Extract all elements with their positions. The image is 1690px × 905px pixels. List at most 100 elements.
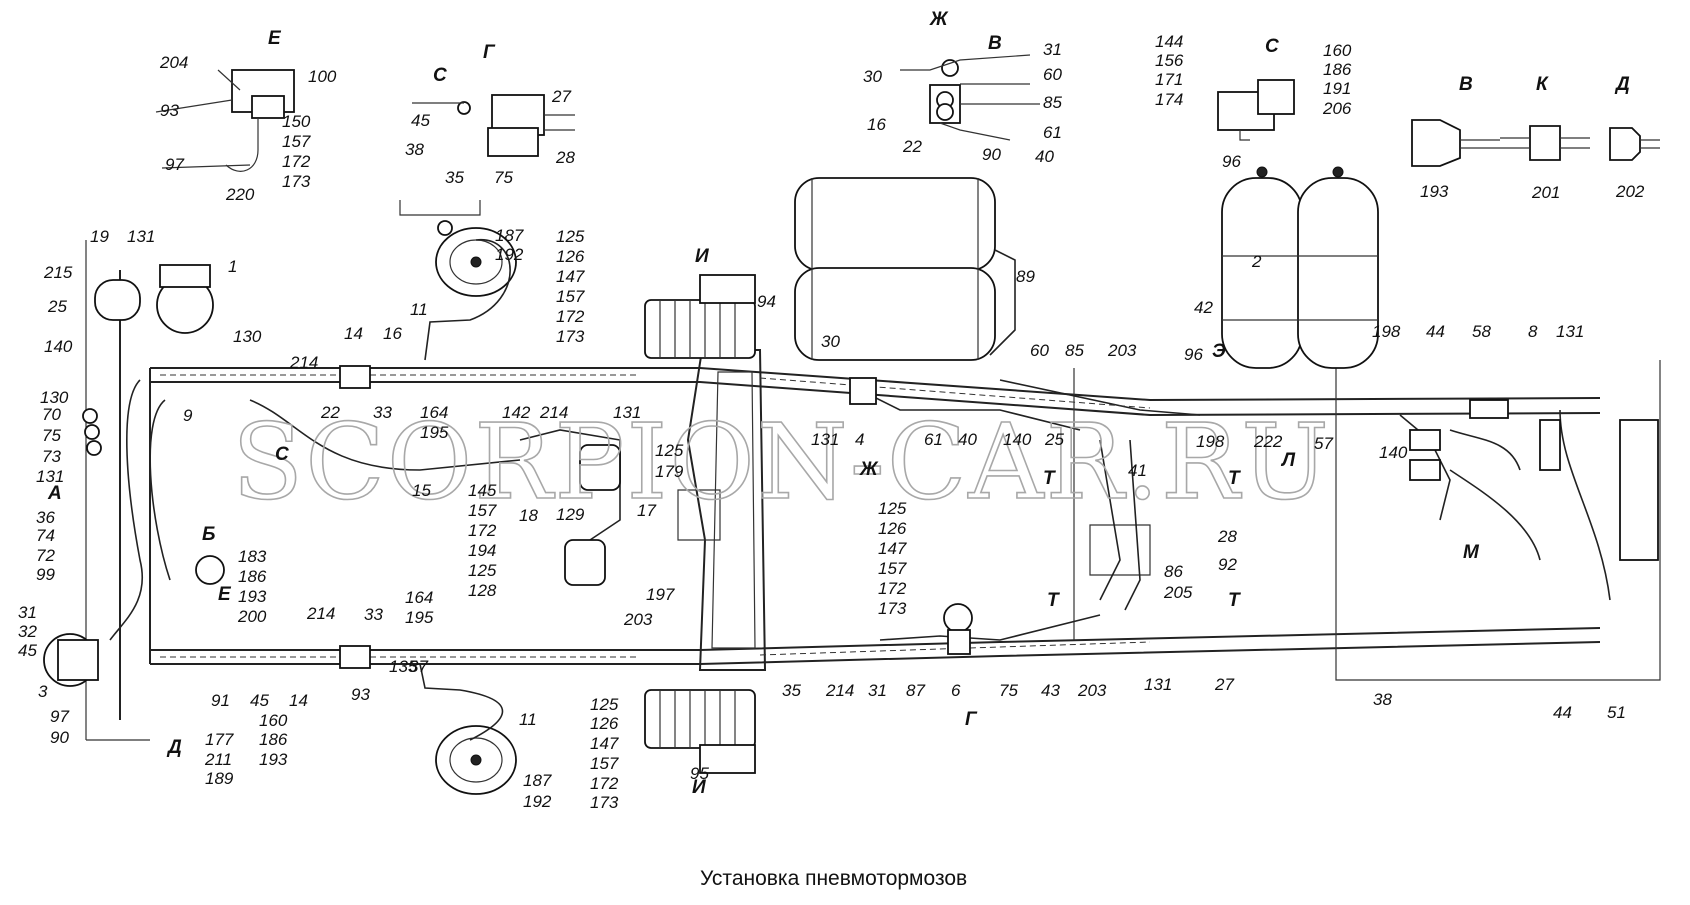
callout-center-lower: 135 [389, 657, 418, 676]
callout-left-column: 45 [18, 641, 37, 660]
view-label: В [988, 33, 1002, 54]
view-label: Д [166, 737, 182, 758]
detail-c [1217, 79, 1295, 141]
callout-center-lower: 189 [205, 769, 234, 788]
callout-left-column: 36 [36, 508, 55, 527]
callout-center-upper: 194 [468, 541, 496, 560]
callout-center-right: 222 [1253, 432, 1283, 451]
callout-left-column: 97 [50, 707, 69, 726]
brake-chamber-upper [424, 227, 517, 361]
callout-center-upper: 15 [412, 481, 431, 500]
callout-left-column: 70 [42, 405, 61, 424]
callout-top-zh: 30 [863, 67, 882, 86]
callout-right-side: 58 [1472, 322, 1491, 341]
callout-top-c: 191 [1323, 79, 1351, 98]
view-label: Е [268, 28, 282, 49]
callout-top-left: 100 [308, 67, 337, 86]
callout-center-right: 28 [1217, 527, 1237, 546]
callout-left-column: 72 [36, 546, 55, 565]
callout-center-upper: 11 [410, 300, 428, 319]
callout-center-upper: 157 [468, 501, 497, 520]
callout-center-lower: 157 [590, 754, 619, 773]
callout-center-right: 140 [1003, 430, 1032, 449]
view-label: Ж [929, 9, 949, 30]
diagram-caption: Установка пневмотормозов [700, 867, 967, 890]
air-tanks-right [1221, 166, 1379, 369]
callout-center-upper: 142 [502, 403, 531, 422]
callout-center-lower: 93 [351, 685, 370, 704]
view-label: С [275, 444, 289, 465]
callout-center-upper: 172 [468, 521, 497, 540]
callout-center-right: 131 [811, 430, 839, 449]
callout-center-lower: 160 [259, 711, 288, 730]
callout-center-right: 173 [878, 599, 907, 618]
callout-center-upper: 126 [556, 247, 585, 266]
callout-center-lower: 11 [519, 710, 537, 729]
callout-center-right: 214 [825, 681, 854, 700]
callout-fittings: 202 [1615, 182, 1645, 201]
callout-right-side: 44 [1553, 703, 1572, 722]
callout-top-c: 171 [1155, 70, 1183, 89]
callout-center-upper: 192 [495, 245, 524, 264]
callout-center-right: 89 [1016, 267, 1035, 286]
callout-center-lower: 147 [590, 734, 619, 753]
callout-top-left: 157 [282, 132, 311, 151]
callout-center-upper: 33 [373, 403, 392, 422]
callout-right-side: 57 [1314, 434, 1333, 453]
view-label: Т [1228, 468, 1241, 489]
callout-center-upper: 128 [468, 581, 497, 600]
callout-center-upper: 125 [655, 441, 684, 460]
callout-center-upper: 172 [556, 307, 585, 326]
callout-center-right: 27 [1214, 675, 1234, 694]
callout-center-right: 85 [1065, 341, 1084, 360]
callout-center-upper: 16 [383, 324, 402, 343]
watermark: SCORPION-CAR.RU [232, 401, 1331, 523]
callout-top-c: 186 [1323, 60, 1352, 79]
callout-left-column: 74 [36, 526, 55, 545]
callout-top-c: 206 [1322, 99, 1352, 118]
callout-center-right: 43 [1041, 681, 1060, 700]
callout-right-side: 131 [1556, 322, 1584, 341]
callout-center-upper: 9 [183, 406, 193, 425]
callout-center-lower: 197 [646, 585, 675, 604]
callout-center-right: 6 [951, 681, 961, 700]
callout-top-zh: 61 [1043, 123, 1062, 142]
callout-center-right: 35 [782, 681, 801, 700]
callout-center-lower: 203 [623, 610, 653, 629]
callout-center-upper: 129 [556, 505, 585, 524]
view-label: Т [1228, 590, 1241, 611]
callout-top-left: 173 [282, 172, 311, 191]
callout-top-c: 144 [1155, 32, 1183, 51]
view-label: К [1536, 74, 1549, 95]
spring-brake-chambers [644, 274, 756, 774]
callout-center-lower: 195 [405, 608, 434, 627]
callout-center-right: 125 [878, 499, 907, 518]
callout-top-left: 97 [165, 155, 184, 174]
callout-center-upper: 179 [655, 462, 684, 481]
detail-e [155, 69, 295, 172]
callout-top-zh: 60 [1043, 65, 1062, 84]
callout-center-upper: 125 [468, 561, 497, 580]
callout-fittings: 193 [1420, 182, 1449, 201]
callout-center-lower: 172 [590, 774, 619, 793]
callout-top-c: 174 [1155, 90, 1183, 109]
callout-center-right: 205 [1163, 583, 1193, 602]
callout-right-side: 8 [1528, 322, 1538, 341]
callout-right-side: 140 [1379, 443, 1408, 462]
callout-center-right: 31 [868, 681, 887, 700]
view-label: Э [1212, 341, 1226, 362]
callout-top-g: 75 [494, 168, 513, 187]
valves [339, 365, 1659, 669]
callout-top-zh: 90 [982, 145, 1001, 164]
callout-center-upper: 130 [233, 327, 262, 346]
callout-center-upper: 195 [420, 423, 449, 442]
callout-top-zh: 40 [1035, 147, 1054, 166]
callout-top-zh: 31 [1043, 40, 1062, 59]
callout-right-side: 198 [1372, 322, 1401, 341]
callout-center-lower: 186 [259, 730, 288, 749]
view-label: Г [965, 709, 978, 730]
callout-center-right: 198 [1196, 432, 1225, 451]
